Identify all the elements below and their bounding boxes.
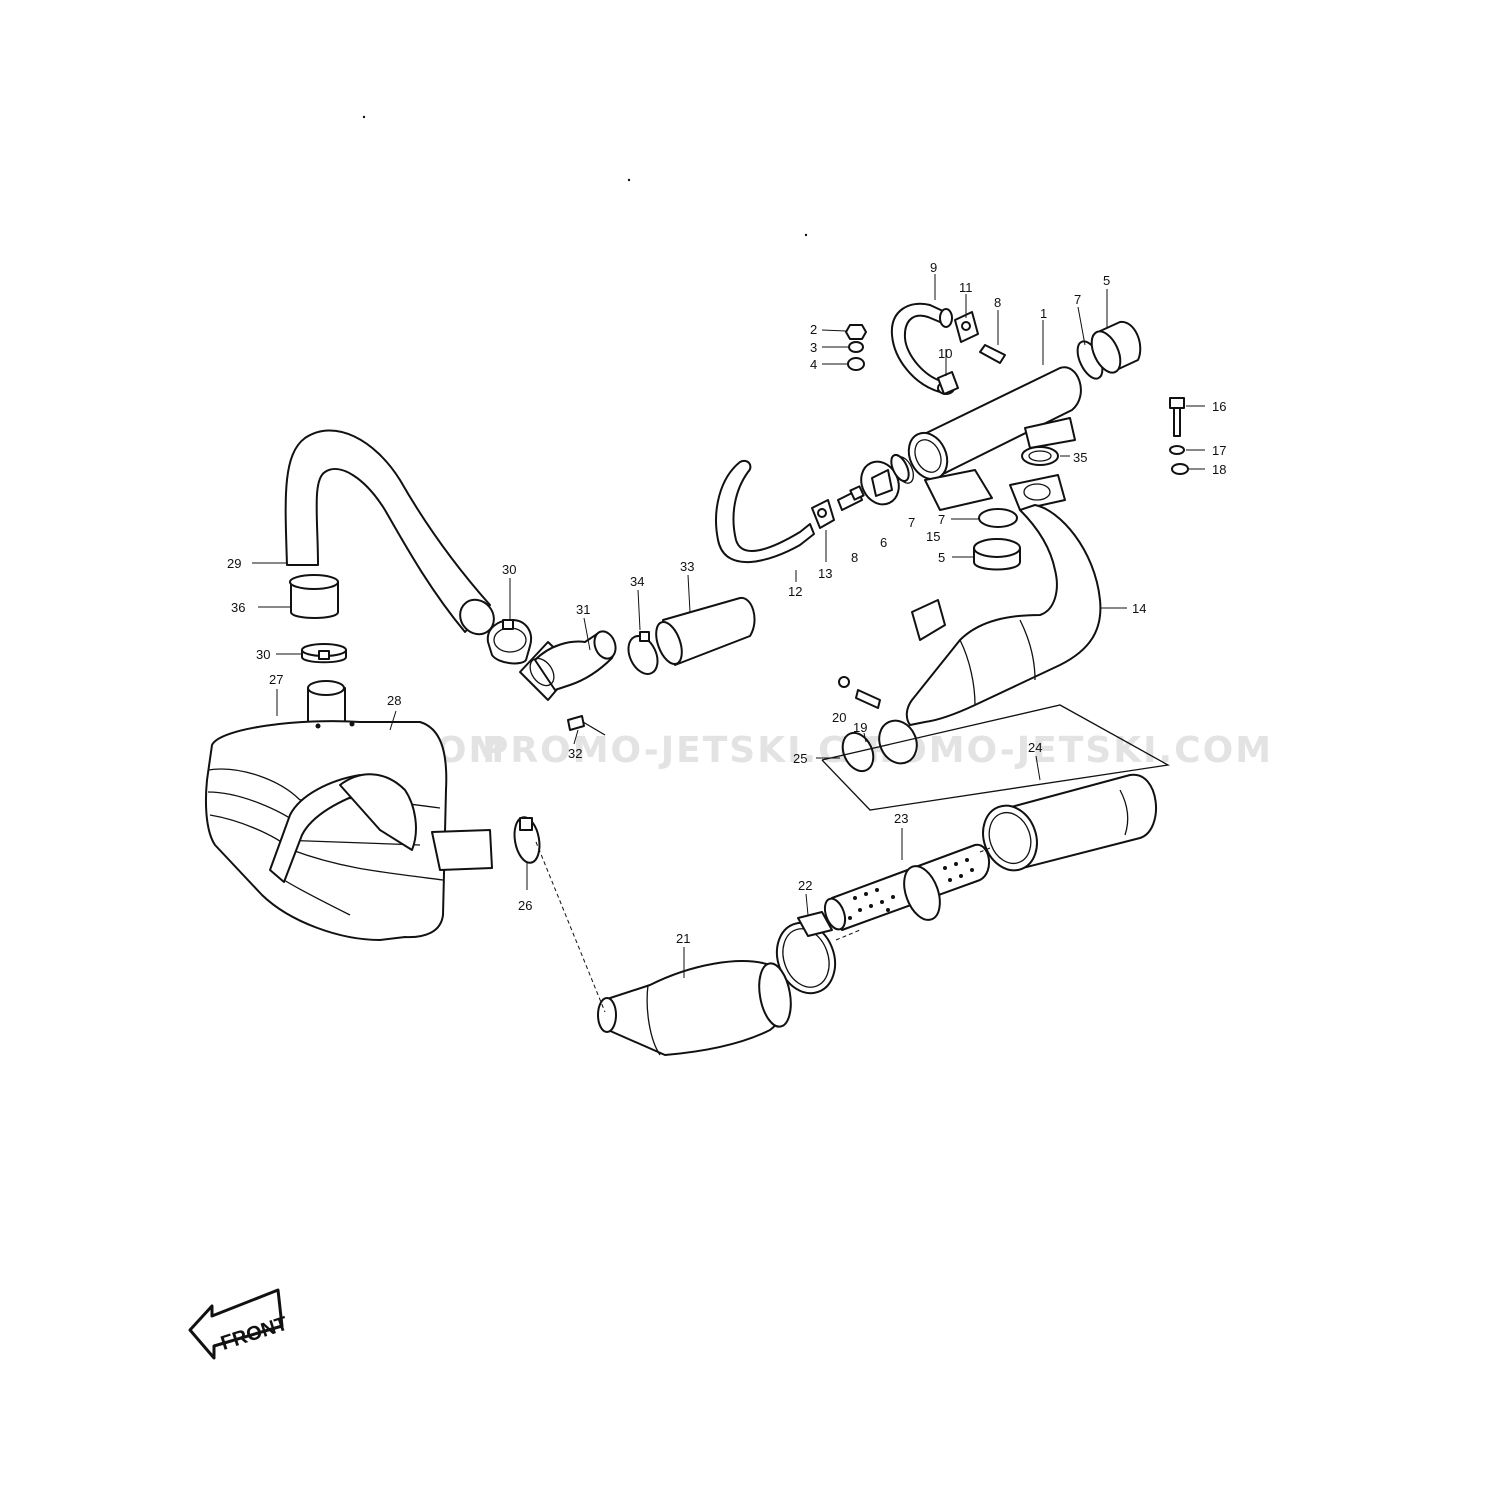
callout-36: 36 <box>231 600 245 615</box>
callout-5-upper: 5 <box>1103 273 1110 288</box>
alignment-lines <box>535 841 991 1013</box>
part-23-perforated-tube <box>823 843 990 931</box>
reference-bracket <box>821 704 1170 811</box>
callout-26: 26 <box>518 898 532 913</box>
bolt-hole <box>349 721 355 727</box>
part-2-nut <box>845 324 867 340</box>
callout-12: 12 <box>788 584 802 599</box>
callout-7-upper: 7 <box>1074 292 1081 307</box>
part-22-hose-clamp <box>775 911 837 995</box>
part-36-sleeve <box>289 574 339 619</box>
callout-15: 15 <box>926 529 940 544</box>
part-11-bracket <box>954 311 979 343</box>
callout-4: 4 <box>810 357 817 372</box>
part-13-bracket <box>811 499 835 529</box>
part-3-washer <box>848 341 864 353</box>
stray-dot <box>627 178 631 182</box>
part-16-bolt <box>1169 397 1185 437</box>
part-30-clamp-right <box>486 619 532 665</box>
part-8-nipple-lower <box>837 485 865 511</box>
callout-16: 16 <box>1212 399 1226 414</box>
callout-6: 6 <box>880 535 887 550</box>
callout-3: 3 <box>810 340 817 355</box>
callout-7-mid: 7 <box>908 515 915 530</box>
callout-14: 14 <box>1132 601 1146 616</box>
part-4-washer <box>847 357 865 371</box>
part-12-cooling-hose <box>715 460 815 564</box>
part-17-washer <box>1169 445 1185 455</box>
callout-25: 25 <box>793 751 807 766</box>
front-arrow-icon: FRONT <box>188 1288 290 1360</box>
callout-11: 11 <box>959 280 973 295</box>
part-31-elbow-flange <box>519 630 617 701</box>
callout-19: 19 <box>853 720 867 735</box>
callout-17: 17 <box>1212 443 1226 458</box>
callout-1: 1 <box>1040 306 1047 321</box>
part-30-clamp-left <box>301 643 347 664</box>
callout-5-lower: 5 <box>938 550 945 565</box>
part-5-cap-lower <box>973 538 1021 571</box>
part-27-muffler-box <box>204 680 493 941</box>
callout-28: 28 <box>387 693 401 708</box>
callout-30-right: 30 <box>502 562 516 577</box>
callout-labels: 9 11 8 1 7 5 2 3 4 10 16 17 18 35 7 7 15… <box>227 260 1226 946</box>
callout-9: 9 <box>930 260 937 275</box>
part-5-cap-upper <box>1090 320 1142 374</box>
callout-20: 20 <box>832 710 846 725</box>
bolt-hole <box>315 723 321 729</box>
part-24-silencer <box>982 773 1157 872</box>
part-8-nipple-upper <box>979 344 1006 364</box>
part-1-expansion-chamber <box>907 366 1082 511</box>
callout-13: 13 <box>818 566 832 581</box>
callout-18: 18 <box>1212 462 1226 477</box>
part-10-fitting <box>937 371 959 395</box>
leader-lines <box>252 274 1205 978</box>
callout-35: 35 <box>1073 450 1087 465</box>
callout-23: 23 <box>894 811 908 826</box>
callout-2: 2 <box>810 322 817 337</box>
part-33-straight-hose <box>655 596 756 666</box>
callout-34: 34 <box>630 574 644 589</box>
callout-30-left: 30 <box>256 647 270 662</box>
callout-31: 31 <box>576 602 590 617</box>
callout-27: 27 <box>269 672 283 687</box>
part-32-fitting <box>567 715 606 736</box>
callout-21: 21 <box>676 931 690 946</box>
callout-10: 10 <box>938 346 952 361</box>
stray-dot <box>804 233 808 237</box>
callout-29: 29 <box>227 556 241 571</box>
callout-8-upper: 8 <box>994 295 1001 310</box>
perforations <box>848 858 974 920</box>
stray-dot <box>362 115 366 119</box>
callout-7-lower: 7 <box>938 512 945 527</box>
part-7-o-ring-mid <box>890 453 910 483</box>
callout-8-lower: 8 <box>851 550 858 565</box>
callout-24: 24 <box>1028 740 1042 755</box>
part-26-hose-clamp <box>513 816 541 864</box>
part-6-cap <box>860 456 915 506</box>
part-7-o-ring-lower <box>978 508 1018 528</box>
callout-33: 33 <box>680 559 694 574</box>
part-21-rubber-joint <box>597 960 792 1056</box>
part-34-clamp <box>627 631 659 675</box>
part-14-exhaust-pipe <box>878 474 1102 765</box>
callout-32: 32 <box>568 746 582 761</box>
part-20-bolt <box>838 676 881 709</box>
part-18-washer <box>1171 463 1189 475</box>
part-35-gasket <box>1021 446 1059 466</box>
callout-22: 22 <box>798 878 812 893</box>
part-29-exhaust-hose <box>284 429 495 636</box>
